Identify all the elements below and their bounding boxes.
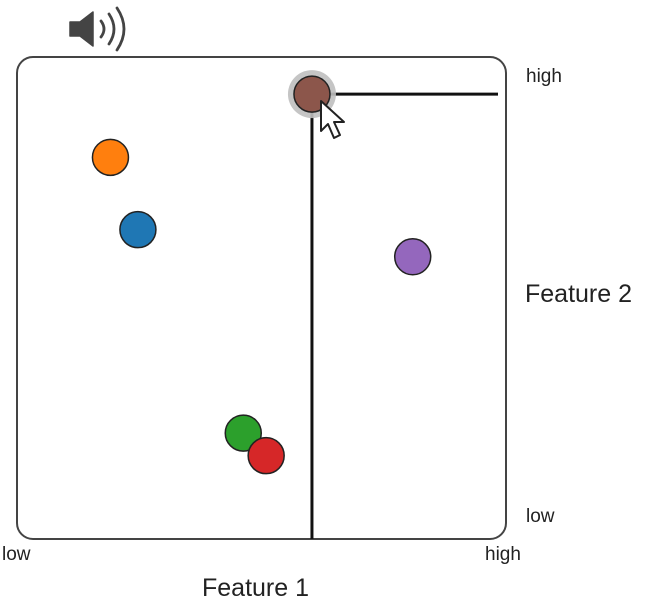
point-purple[interactable] [393, 238, 432, 276]
cursor-icon [320, 100, 345, 139]
point-orange[interactable] [91, 138, 130, 177]
point-red[interactable] [247, 436, 285, 475]
y-axis-low-label: low [526, 506, 555, 527]
y-axis-high-label: high [526, 66, 562, 87]
speaker-icon[interactable] [69, 6, 126, 52]
x-axis-high-label: high [485, 544, 521, 565]
x-axis-low-label: low [2, 544, 31, 565]
x-axis-label: Feature 1 [202, 574, 310, 602]
plot-frame [16, 56, 507, 540]
y-axis-label: Feature 2 [525, 280, 633, 308]
point-green[interactable] [224, 414, 263, 452]
point-blue[interactable] [119, 210, 157, 249]
